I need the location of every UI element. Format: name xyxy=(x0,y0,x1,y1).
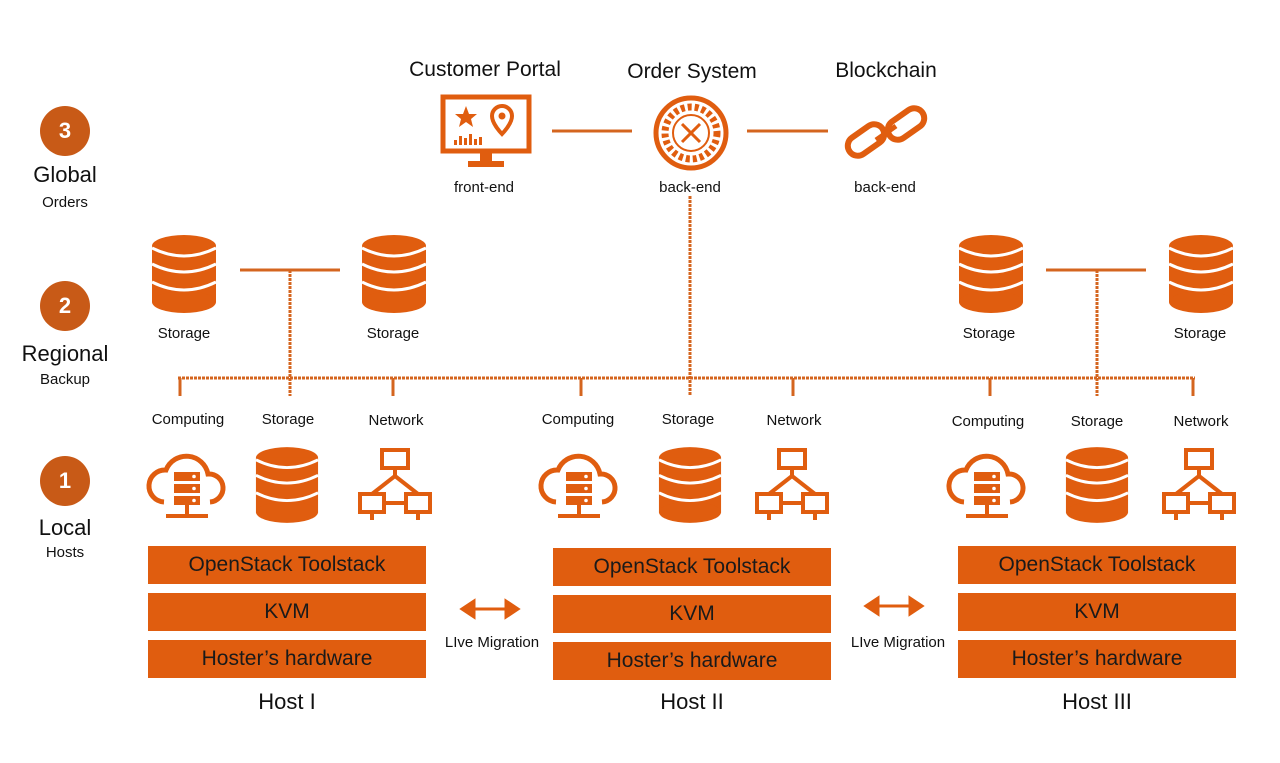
database-icon xyxy=(151,235,217,313)
order-system-title: Order System xyxy=(627,60,757,83)
database-icon xyxy=(1065,447,1129,523)
database-icon xyxy=(255,447,319,523)
level-2-subtitle: Backup xyxy=(39,371,91,388)
database-icon xyxy=(958,235,1024,313)
portal-role-label: front-end xyxy=(453,179,515,196)
host-3-storage-label: Storage xyxy=(1070,413,1124,430)
network-icon xyxy=(755,448,829,520)
regional-storage-label: Storage xyxy=(366,325,420,342)
blockchain-role-label: back-end xyxy=(854,179,916,196)
network-icon xyxy=(358,448,432,520)
level-2-badge: 2 xyxy=(40,281,90,331)
customer-portal-title: Customer Portal xyxy=(409,58,561,81)
regional-storage-label: Storage xyxy=(1173,325,1227,342)
host-2-kvm-bar: KVM xyxy=(553,595,831,633)
host-3-title: Host III xyxy=(1062,689,1132,714)
live-migration-label: LIve Migration xyxy=(444,634,540,651)
monitor-map-icon xyxy=(440,94,532,167)
database-icon xyxy=(361,235,427,313)
cloud-server-icon xyxy=(538,453,618,518)
level-3-subtitle: Orders xyxy=(42,194,88,211)
host-2-title: Host II xyxy=(660,689,724,714)
network-icon xyxy=(1162,448,1236,520)
level-3-badge: 3 xyxy=(40,106,90,156)
host-3-network-label: Network xyxy=(1173,413,1229,430)
level-3-title: Global xyxy=(33,162,97,187)
host-1-computing-label: Computing xyxy=(151,411,225,428)
host-1-network-label: Network xyxy=(368,412,424,429)
host-3-computing-label: Computing xyxy=(951,413,1025,430)
host-2-openstack-bar: OpenStack Toolstack xyxy=(553,548,831,586)
host-1-kvm-bar: KVM xyxy=(148,593,426,631)
host-2-storage-label: Storage xyxy=(661,411,715,428)
regional-storage-label: Storage xyxy=(962,325,1016,342)
level-2-title: Regional xyxy=(21,341,109,366)
blockchain-title: Blockchain xyxy=(835,59,937,82)
host-1-openstack-bar: OpenStack Toolstack xyxy=(148,546,426,584)
host-1-storage-label: Storage xyxy=(261,411,315,428)
order-wheel-icon xyxy=(653,95,729,171)
host-1-title: Host I xyxy=(258,689,316,714)
cloud-server-icon xyxy=(946,453,1026,518)
host-1-hardware-bar: Hoster’s hardware xyxy=(148,640,426,678)
database-icon xyxy=(658,447,722,523)
database-icon xyxy=(1168,235,1234,313)
regional-storage-label: Storage xyxy=(157,325,211,342)
level-1-title: Local xyxy=(38,515,92,540)
live-migration-label: LIve Migration xyxy=(850,634,946,651)
level-1-badge: 1 xyxy=(40,456,90,506)
host-2-hardware-bar: Hoster’s hardware xyxy=(553,642,831,680)
chain-link-icon xyxy=(844,105,928,159)
cloud-server-icon xyxy=(146,453,226,518)
host-2-network-label: Network xyxy=(766,412,822,429)
order-role-label: back-end xyxy=(659,179,721,196)
host-3-hardware-bar: Hoster’s hardware xyxy=(958,640,1236,678)
host-3-openstack-bar: OpenStack Toolstack xyxy=(958,546,1236,584)
host-3-kvm-bar: KVM xyxy=(958,593,1236,631)
level-1-subtitle: Hosts xyxy=(45,544,85,561)
host-2-computing-label: Computing xyxy=(541,411,615,428)
